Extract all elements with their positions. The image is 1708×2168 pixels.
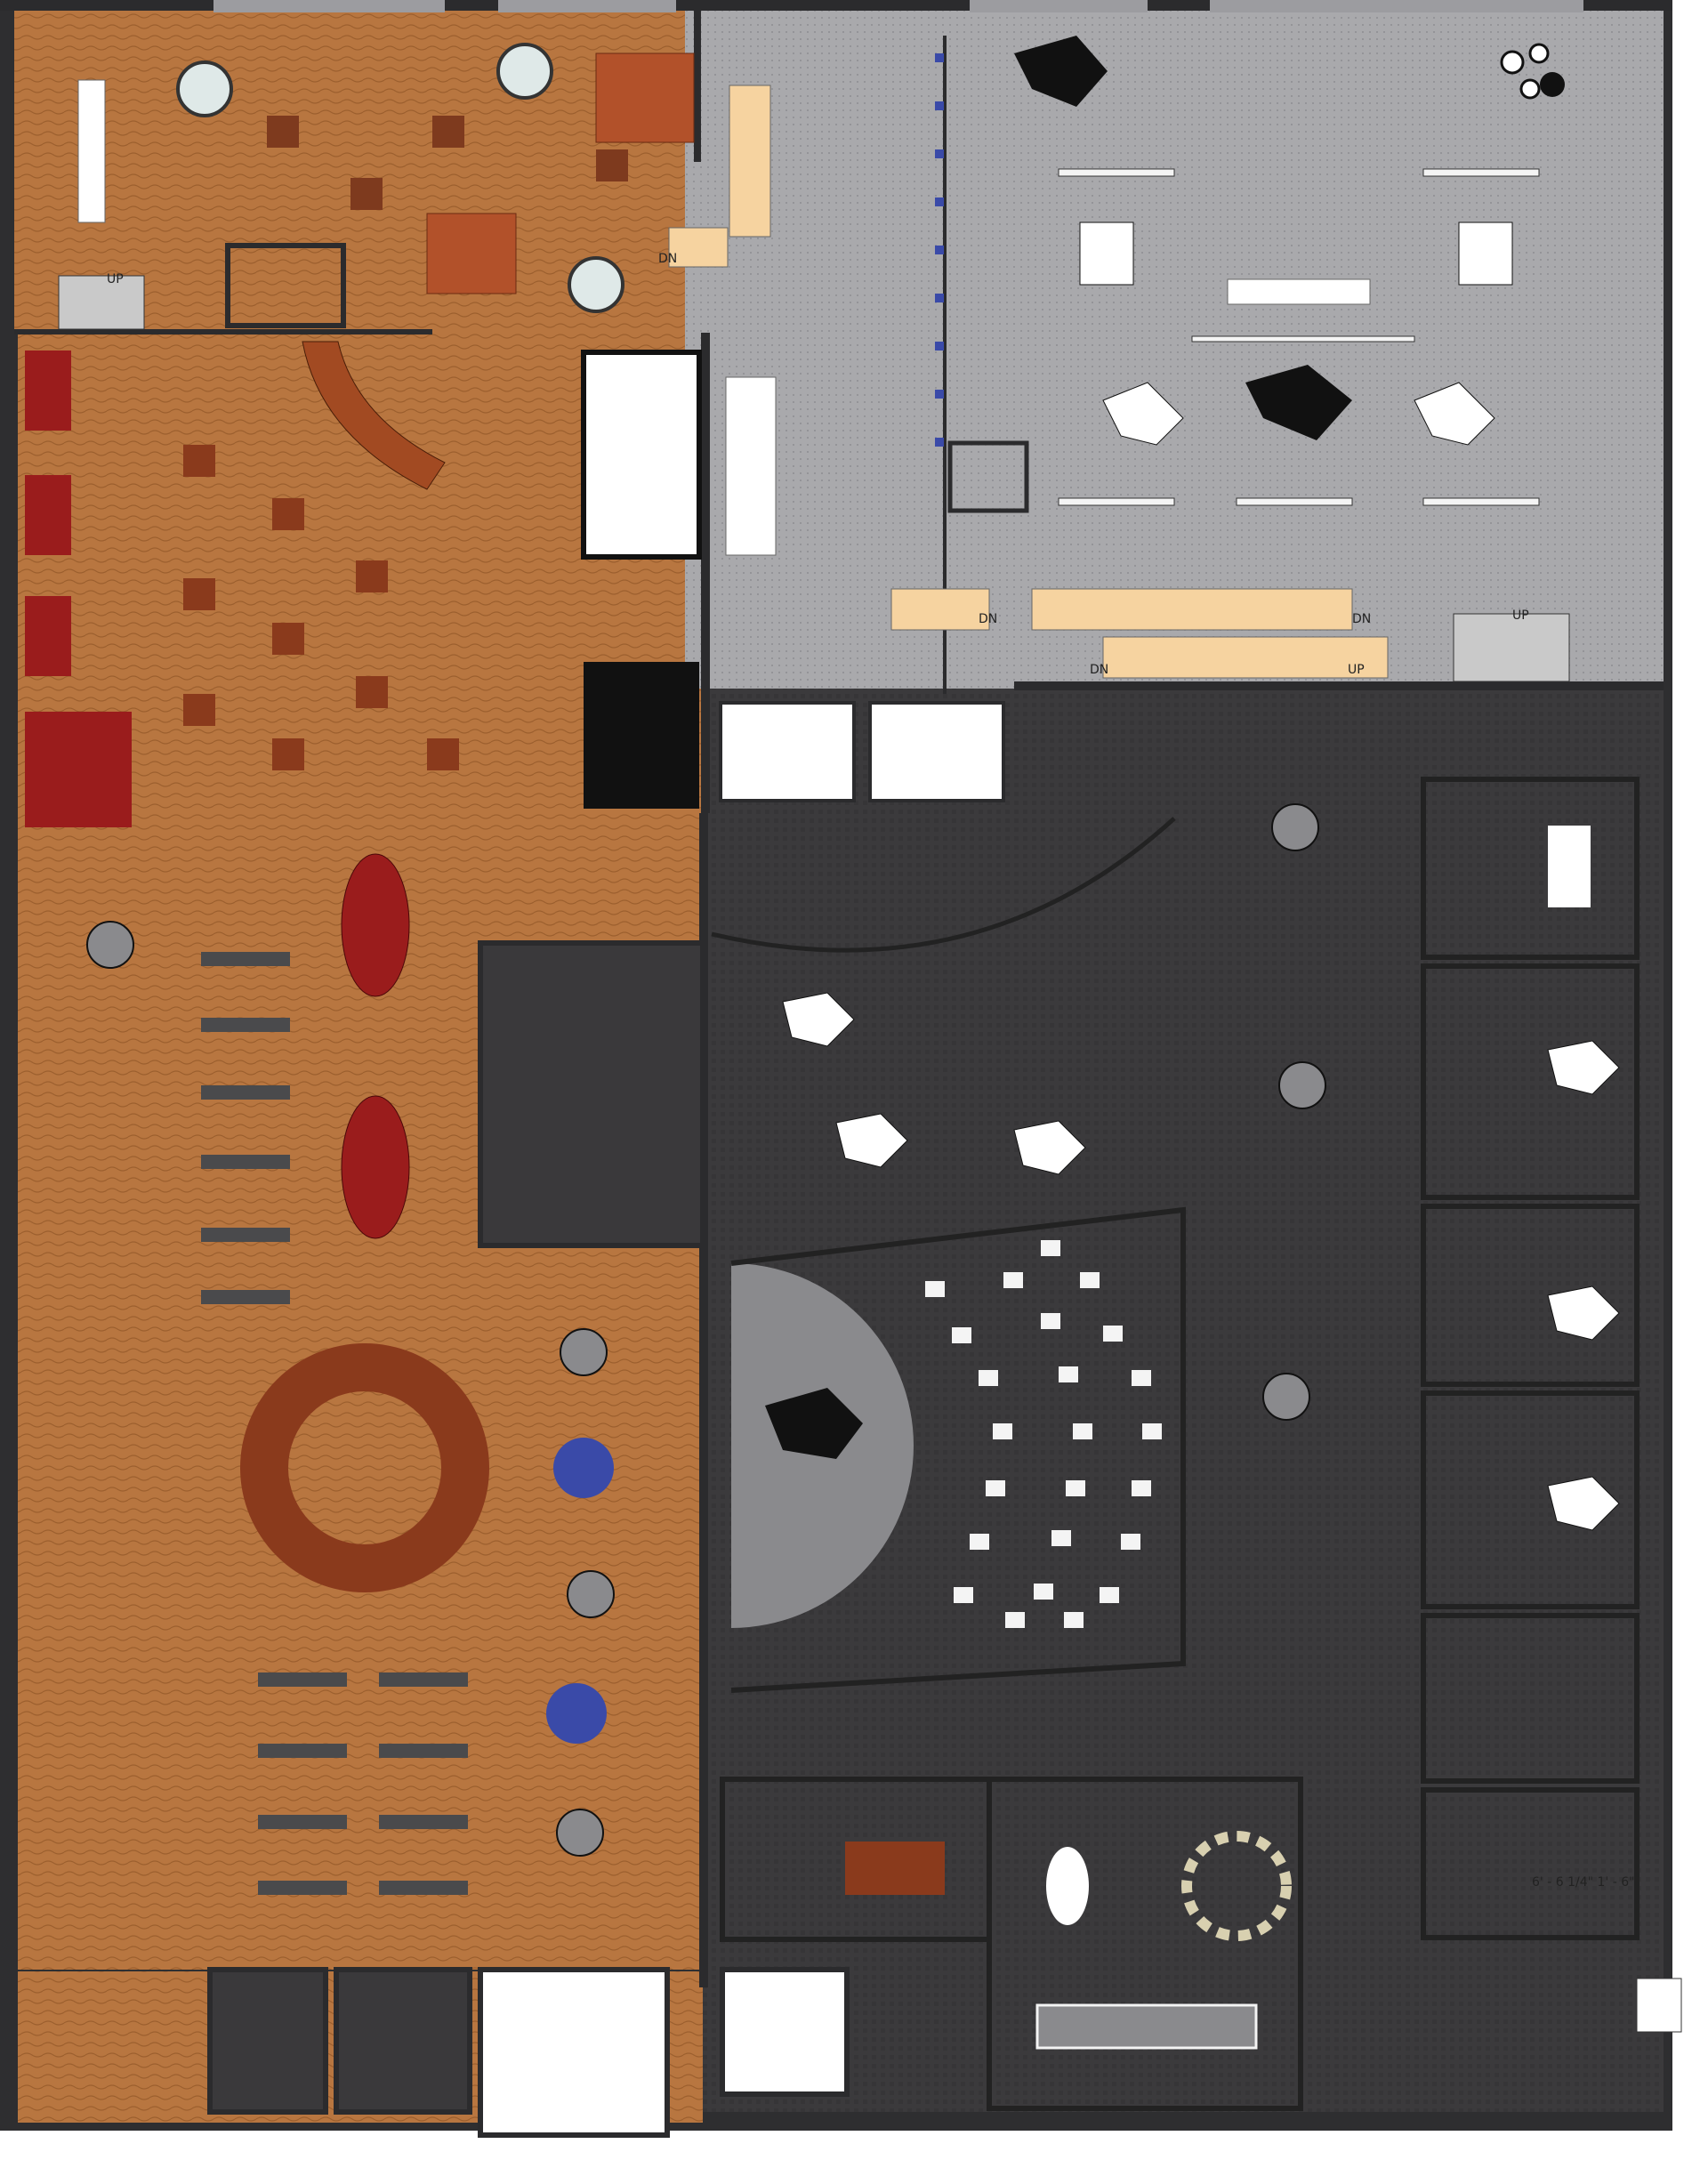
wall-kitchen-right bbox=[701, 333, 710, 813]
booths-left bbox=[25, 351, 132, 827]
recital-chairs bbox=[925, 1240, 1162, 1628]
wall-hall-bottom bbox=[1014, 681, 1664, 690]
kitchen-fridge-2 bbox=[584, 662, 699, 809]
door-bottom-right bbox=[1636, 1978, 1682, 2033]
label-dn-ramp-2: DN bbox=[1352, 612, 1371, 626]
keyboard-2 bbox=[1458, 222, 1513, 286]
hall-display-cabinet bbox=[725, 376, 777, 556]
red-rug-2 bbox=[341, 1095, 410, 1239]
cafe-tables bbox=[183, 445, 459, 770]
label-up-right: UP bbox=[1512, 608, 1529, 623]
room-conference-2 bbox=[987, 1777, 1303, 2111]
white-piano-2 bbox=[1414, 382, 1495, 446]
drum-kit-icon bbox=[1500, 43, 1565, 100]
cafe-tables-long bbox=[201, 952, 468, 1895]
hall-storage-1 bbox=[719, 701, 856, 802]
counter-lounge bbox=[729, 85, 771, 238]
label-dn-ramp-3: DN bbox=[1090, 663, 1108, 677]
hall-storage-2 bbox=[868, 701, 1005, 802]
window-top-3 bbox=[970, 0, 1148, 12]
ramp-counter-3 bbox=[1102, 636, 1389, 679]
lounge-bench bbox=[77, 79, 106, 223]
stair-right bbox=[1453, 613, 1570, 682]
dimension-note: 6' - 6 1/4" 1' - 6" bbox=[1532, 1875, 1635, 1890]
studio-rooms-right bbox=[1421, 777, 1640, 1940]
white-piano-1 bbox=[1102, 382, 1184, 446]
lounge-round-table-1 bbox=[176, 60, 233, 117]
long-conference-table bbox=[1035, 2003, 1258, 2050]
bar-counter bbox=[302, 341, 446, 490]
curved-wall bbox=[711, 817, 1176, 953]
music-stand-bar-3 bbox=[1058, 497, 1175, 506]
lounge-table-1 bbox=[267, 116, 299, 148]
wall-cafe-top bbox=[14, 329, 432, 334]
counter-lounge-2 bbox=[668, 227, 729, 268]
center-bench bbox=[1227, 278, 1371, 305]
restroom-bottom-1 bbox=[207, 1967, 328, 2115]
keyboard-1 bbox=[1079, 222, 1134, 286]
music-stand-bar-5 bbox=[1422, 497, 1540, 506]
studio-pianos-right bbox=[782, 992, 1620, 1531]
desk-office bbox=[1548, 826, 1591, 907]
music-stand-bar-6 bbox=[1191, 335, 1415, 343]
blue-globe-1 bbox=[553, 1438, 614, 1498]
recital-wall bbox=[730, 1206, 1186, 1693]
music-stand-bar-1 bbox=[1058, 168, 1175, 177]
lounge-chairs-dark bbox=[86, 803, 1326, 1857]
lounge-table-4 bbox=[596, 149, 628, 181]
lounge-table-2 bbox=[432, 116, 464, 148]
label-dn-ramp-1: DN bbox=[979, 612, 997, 626]
practice-restrooms bbox=[478, 940, 705, 1248]
lounge-round-table-2 bbox=[496, 43, 553, 100]
conference-table-1 bbox=[845, 1842, 945, 1895]
label-dn-left: DN bbox=[658, 252, 677, 266]
stage-grand-piano bbox=[765, 1388, 863, 1459]
wall-lounge-divider bbox=[694, 11, 701, 162]
hall-restroom bbox=[947, 440, 1029, 513]
lounge-table-3 bbox=[350, 178, 383, 210]
oval-table bbox=[1046, 1847, 1089, 1925]
rehearsal-hall-floor bbox=[685, 11, 1664, 689]
storage-bottom-2 bbox=[720, 1967, 850, 2097]
label-up-ramp: UP bbox=[1348, 663, 1365, 677]
ramp-counter-2 bbox=[1031, 588, 1353, 631]
label-up-left: UP bbox=[107, 272, 124, 286]
grand-piano-2 bbox=[1245, 365, 1352, 440]
grand-piano-1 bbox=[1014, 36, 1108, 107]
wall-center-vertical bbox=[699, 813, 708, 1987]
round-table-ring bbox=[1181, 1831, 1292, 1941]
wall-rehearsal-divider bbox=[943, 36, 947, 694]
restroom-bottom-2 bbox=[334, 1967, 472, 2115]
circular-bench-inner bbox=[288, 1391, 441, 1544]
window-top-4 bbox=[1210, 0, 1583, 12]
lounge-restroom bbox=[225, 243, 346, 328]
music-stand-bar-4 bbox=[1236, 497, 1353, 506]
ramp-counter-1 bbox=[890, 588, 990, 631]
window-top-1 bbox=[214, 0, 445, 12]
window-top-2 bbox=[498, 0, 676, 12]
lounge-sofa-2 bbox=[426, 213, 517, 294]
lounge-round-table-3 bbox=[568, 256, 624, 313]
storage-bottom-1 bbox=[478, 1967, 670, 2138]
music-stand-bar-2 bbox=[1422, 168, 1540, 177]
kitchen-fridge-1 bbox=[581, 350, 702, 560]
blue-globe-2 bbox=[546, 1683, 607, 1744]
lounge-sofa-1 bbox=[595, 52, 695, 143]
stair-left bbox=[58, 275, 145, 330]
red-rug-1 bbox=[341, 853, 410, 997]
